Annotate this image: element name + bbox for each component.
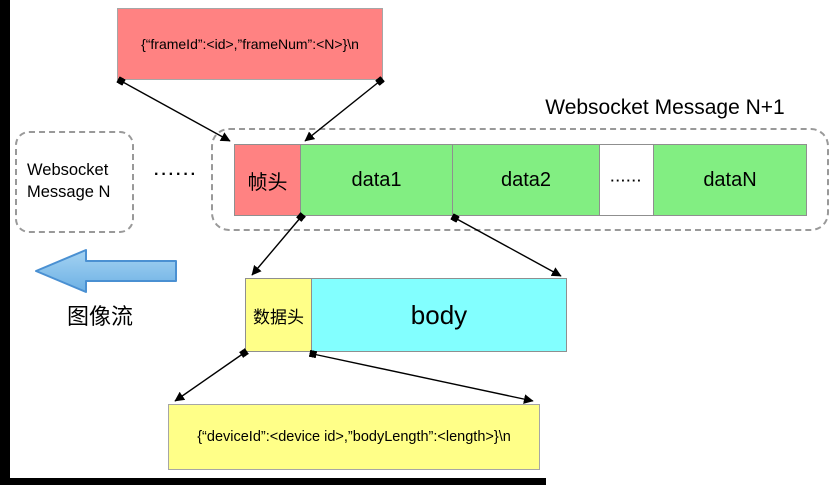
connector-dataheader-right	[308, 349, 534, 404]
device-header-annotation: {“deviceId”:<device id>,”bodyLength”:<le…	[168, 404, 540, 470]
left-arrow-icon	[35, 249, 177, 293]
data2-cell: data2	[452, 144, 600, 216]
body-cell: body	[311, 278, 567, 352]
left-edge-bar	[0, 0, 10, 485]
ellipsis-cell: ······	[599, 144, 654, 216]
frame-header-annotation-text: {“frameId”:<id>,”frameNum”:<N>}\n	[141, 36, 359, 52]
dataN-cell: dataN	[653, 144, 807, 216]
bottom-edge-bar	[0, 478, 546, 485]
data1-cell: data1	[300, 144, 453, 216]
left-ellipsis: ······	[154, 166, 198, 183]
data2-cell-label: data2	[500, 168, 552, 191]
data1-cell-label: data1	[351, 168, 402, 191]
websocket-message-n1-label: Websocket Message N+1	[545, 96, 785, 119]
websocket-message-n-box: Websocket Message N	[15, 131, 134, 233]
data-bar: 数据头 body	[245, 278, 567, 352]
connector-dataheader-left	[174, 348, 249, 402]
frame-header-cell-label: 帧头	[247, 171, 288, 194]
websocket-message-n-label: Websocket Message N	[27, 161, 111, 201]
ellipsis-cell-label: ······	[610, 172, 643, 188]
connector-frameheader-left	[116, 76, 231, 142]
data-header-cell-label: 数据头	[253, 307, 304, 327]
dataN-cell-label: dataN	[703, 168, 757, 191]
frame-header-cell: 帧头	[234, 144, 301, 216]
image-stream-label: 图像流	[66, 304, 133, 329]
frame-bar: 帧头 data1 data2 ······ dataN	[234, 144, 807, 216]
body-cell-label: body	[410, 299, 468, 330]
data-header-cell: 数据头	[245, 278, 312, 352]
device-header-annotation-text: {“deviceId”:<device id>,”bodyLength”:<le…	[197, 429, 511, 445]
frame-header-annotation: {“frameId”:<id>,”frameNum”:<N>}\n	[117, 8, 383, 80]
